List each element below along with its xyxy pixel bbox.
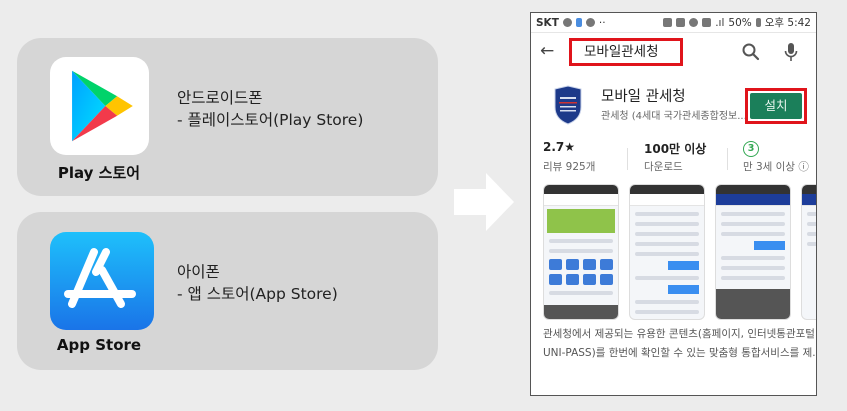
iphone-card: App Store 아이폰 - 앱 스토어(App Store) (17, 212, 438, 370)
play-store-caption: Play 스토어 (57, 164, 141, 182)
description-line: UNI-PASS)를 한번에 확인할 수 있는 맞춤형 통합서비스를 제... (543, 347, 816, 359)
chat-icon (585, 18, 595, 27)
battery-icon (755, 18, 761, 27)
divider (627, 148, 628, 170)
app-stats: 2.7★ 리뷰 925개 100만 이상 다운로드 3 만 3세 이상 ⓘ (531, 136, 816, 180)
search-bar: ← 모바일관세청 (531, 33, 816, 71)
status-bar: SKT ·· .ıl 50% 오후 5:42 (531, 13, 816, 33)
right-arrow-icon (454, 173, 514, 231)
install-button[interactable]: 설치 (750, 93, 802, 119)
downloads-stat: 100만 이상 다운로드 (644, 140, 706, 174)
notification-icon (575, 18, 582, 27)
age-rating-stat: 3 만 3세 이상 ⓘ (743, 140, 809, 174)
age-rating-label[interactable]: 만 3세 이상 ⓘ (743, 161, 809, 173)
age-rating-badge: 3 (743, 141, 759, 157)
app-store-icon (50, 232, 154, 330)
app-listing[interactable]: 모바일 관세청 관세청 (4세대 국가관세종합정보... 설치 (531, 71, 816, 136)
app-store-caption: App Store (56, 336, 142, 354)
app-screenshot[interactable] (629, 184, 705, 320)
android-card: Play 스토어 안드로이드폰 - 플레이스토어(Play Store) (17, 38, 438, 196)
notification-icon (562, 18, 572, 27)
phone-screenshot: SKT ·· .ıl 50% 오후 5:42 ← 모바일관세청 (530, 12, 817, 396)
battery-percent: 50% (728, 16, 752, 29)
iphone-description: 아이폰 - 앱 스토어(App Store) (177, 261, 338, 305)
app-description[interactable]: 관세청에서 제공되는 유용한 콘텐츠(홈페이지, 인터넷통관포털 UNI-PAS… (531, 325, 816, 363)
android-store-name: - 플레이스토어(Play Store) (177, 111, 364, 129)
review-count: 리뷰 925개 (543, 161, 596, 173)
description-line: 관세청에서 제공되는 유용한 콘텐츠(홈페이지, 인터넷통관포털 (543, 328, 815, 340)
carrier-label: SKT (536, 16, 559, 29)
customs-service-logo (554, 85, 582, 125)
iphone-store-name: - 앱 스토어(App Store) (177, 285, 338, 303)
downloads-label: 다운로드 (644, 161, 683, 173)
more-icon: ·· (598, 16, 606, 29)
vibrate-icon (676, 18, 686, 27)
hd-icon (702, 18, 712, 27)
install-highlight: 설치 (745, 88, 807, 124)
divider (727, 148, 728, 170)
screenshot-carousel[interactable] (531, 180, 816, 325)
android-description: 안드로이드폰 - 플레이스토어(Play Store) (177, 87, 363, 131)
rating-stat: 2.7★ 리뷰 925개 (543, 140, 595, 174)
app-screenshot[interactable] (715, 184, 791, 320)
android-title: 안드로이드폰 (177, 89, 263, 107)
search-icon[interactable] (741, 42, 761, 62)
nfc-icon (663, 18, 673, 27)
app-screenshot[interactable] (801, 184, 816, 320)
signal-icon: .ıl (715, 16, 725, 29)
search-input[interactable]: 모바일관세청 (569, 38, 683, 66)
play-store-icon (50, 57, 149, 155)
rating-value: 2.7★ (543, 140, 576, 154)
alarm-icon (689, 18, 699, 27)
microphone-icon[interactable] (783, 41, 799, 63)
clock: 오후 5:42 (764, 17, 811, 29)
iphone-title: 아이폰 (177, 263, 220, 281)
app-name: 모바일 관세청 (601, 89, 686, 105)
app-screenshot[interactable] (543, 184, 619, 320)
app-developer: 관세청 (4세대 국가관세종합정보... (601, 111, 747, 122)
downloads-value: 100만 이상 (644, 142, 707, 156)
back-arrow-icon[interactable]: ← (540, 41, 555, 61)
